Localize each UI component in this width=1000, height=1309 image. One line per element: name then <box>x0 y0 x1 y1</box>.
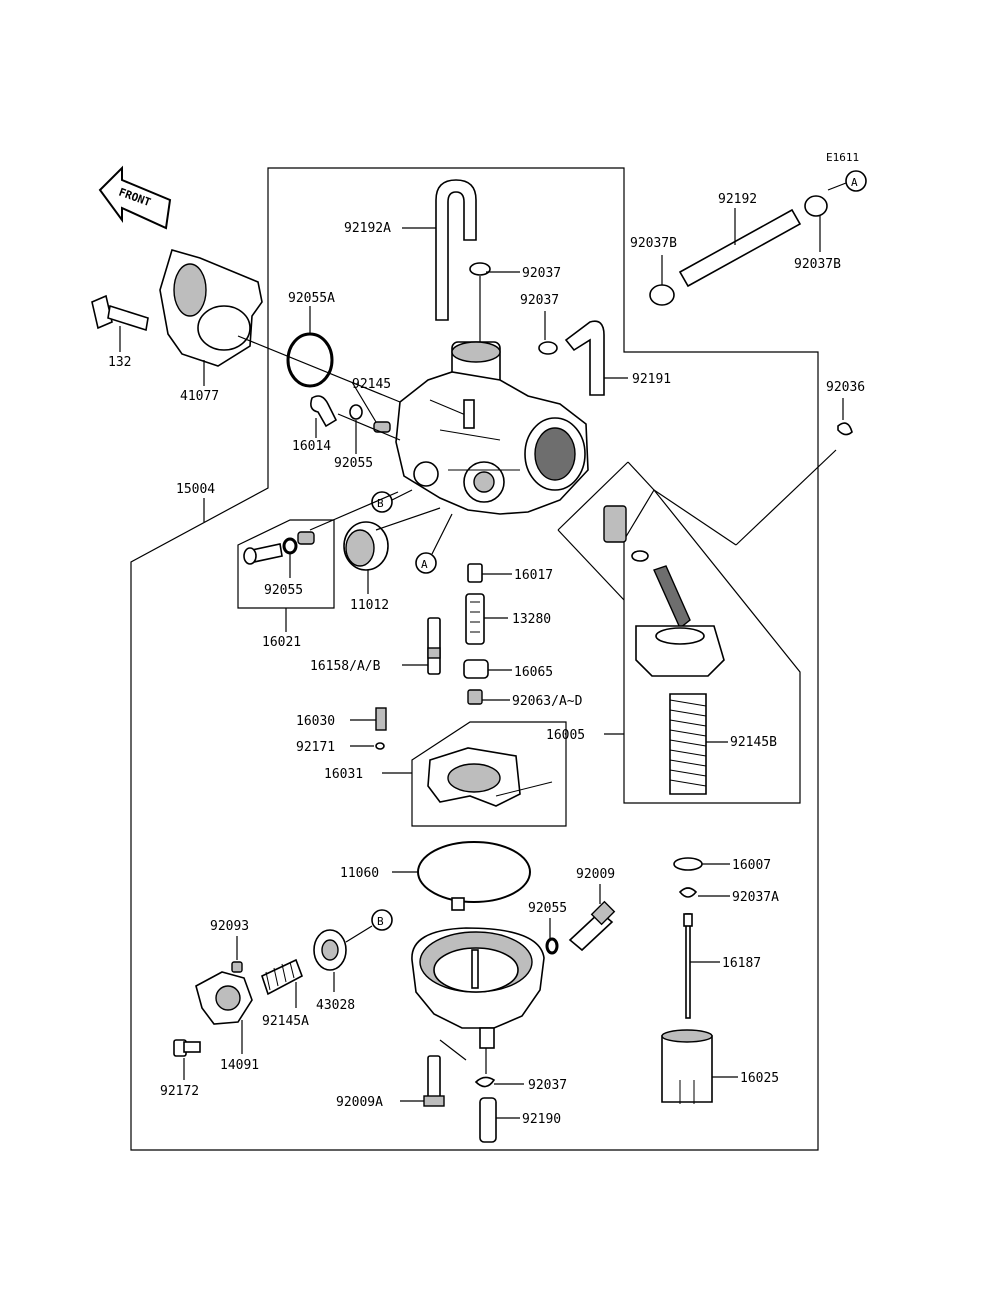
label-92055-c: 92055 <box>528 901 567 916</box>
oring-92055A <box>286 332 334 388</box>
label-92191: 92191 <box>632 372 671 387</box>
label-92145: 92145 <box>352 377 391 392</box>
label-13280: 13280 <box>512 612 551 627</box>
label-92037A: 92037A <box>732 890 779 905</box>
hose-92191 <box>564 320 605 396</box>
label-92055-a: 92055 <box>334 456 373 471</box>
label-11012: 11012 <box>350 598 389 613</box>
label-92037B-left: 92037B <box>630 236 677 251</box>
float-pin-16030 <box>375 707 387 731</box>
label-14091: 14091 <box>220 1058 259 1073</box>
label-92055-b: 92055 <box>264 583 303 598</box>
label-16005: 16005 <box>546 728 585 743</box>
label-16065: 16065 <box>514 665 553 680</box>
ref-b-lower <box>371 909 393 931</box>
label-16030: 16030 <box>296 714 335 729</box>
label-92192A: 92192A <box>344 221 391 236</box>
diaphragm-43028 <box>313 929 347 971</box>
carburetor-body <box>395 341 589 515</box>
gasket-11060 <box>417 841 531 911</box>
clip-92037-top <box>469 262 491 276</box>
label-16014: 16014 <box>292 439 331 454</box>
label-92037-top: 92037 <box>522 266 561 281</box>
label-92145A: 92145A <box>262 1014 309 1029</box>
label-92037-bot: 92037 <box>528 1078 567 1093</box>
jet-stack <box>463 563 489 705</box>
idle-screw-16014 <box>310 395 338 428</box>
label-132: 132 <box>108 355 131 370</box>
ref-a-top-label: A <box>851 176 858 189</box>
part-92036 <box>837 422 853 436</box>
hose-92192A <box>435 179 477 321</box>
air-screw-assembly <box>243 531 315 565</box>
assembly-outline <box>130 167 819 1151</box>
float-16031 <box>427 747 553 807</box>
ref-a-lower <box>415 552 437 574</box>
adjust-screw-box <box>237 519 335 609</box>
label-92172: 92172 <box>160 1084 199 1099</box>
label-92055A: 92055A <box>288 291 335 306</box>
clip-92037A <box>678 887 698 898</box>
ref-a-top <box>845 170 867 192</box>
clip-92037B-right <box>804 195 828 217</box>
cap-16007 <box>673 857 703 871</box>
label-16158: 16158/A/B <box>310 659 381 674</box>
label-16017: 16017 <box>514 568 553 583</box>
needle-valve-assembly <box>603 505 725 677</box>
label-92037B-right: 92037B <box>794 257 841 272</box>
label-92009: 92009 <box>576 867 615 882</box>
label-43028: 43028 <box>316 998 355 1013</box>
ref-a-lower-label: A <box>421 558 428 571</box>
drain-screw-92009 <box>568 900 616 952</box>
clip-92037-bot <box>474 1076 496 1088</box>
label-92009A: 92009A <box>336 1095 383 1110</box>
washer-92055-a <box>349 404 363 420</box>
label-41077: 41077 <box>180 389 219 404</box>
oring-92055-c <box>545 937 559 955</box>
spring-92145A <box>261 958 303 996</box>
ref-b-upper-label: B <box>377 497 384 510</box>
label-11060: 11060 <box>340 866 379 881</box>
spring-92145B <box>669 693 707 795</box>
label-92063: 92063/A~D <box>512 694 583 709</box>
screw-92009A <box>423 1055 445 1107</box>
label-16025: 16025 <box>740 1071 779 1086</box>
label-92145B: 92145B <box>730 735 777 750</box>
jet-needle-16187 <box>683 913 693 1019</box>
label-16007: 16007 <box>732 858 771 873</box>
float-bowl <box>411 927 545 1049</box>
hose-92192 <box>678 208 802 288</box>
float-box <box>411 721 567 827</box>
label-92093: 92093 <box>210 919 249 934</box>
label-92171: 92171 <box>296 740 335 755</box>
lever-14091 <box>195 971 253 1025</box>
ring-92171 <box>375 742 385 750</box>
needle-valve-box <box>623 488 801 804</box>
label-16031: 16031 <box>324 767 363 782</box>
label-16187: 16187 <box>722 956 761 971</box>
hose-92190 <box>479 1097 497 1143</box>
ref-b-lower-label: B <box>377 915 384 928</box>
label-16021: 16021 <box>262 635 301 650</box>
throttle-valve-16025 <box>661 1029 713 1104</box>
plug-92093 <box>231 961 243 973</box>
label-15004: 15004 <box>176 482 215 497</box>
screw-92172 <box>173 1039 201 1057</box>
manifold-41077 <box>159 249 263 367</box>
clip-92037B-left <box>649 284 675 306</box>
diagram-code: E1611 <box>826 151 859 164</box>
label-92192: 92192 <box>718 192 757 207</box>
front-arrow-icon: FRONT <box>98 165 172 230</box>
cap-11012 <box>343 521 389 571</box>
label-92037-mid: 92037 <box>520 293 559 308</box>
bolt-132 <box>91 294 149 332</box>
label-92036: 92036 <box>826 380 865 395</box>
label-92190: 92190 <box>522 1112 561 1127</box>
clip-92037-mid <box>538 341 558 355</box>
slide-needle-16158 <box>427 617 441 675</box>
